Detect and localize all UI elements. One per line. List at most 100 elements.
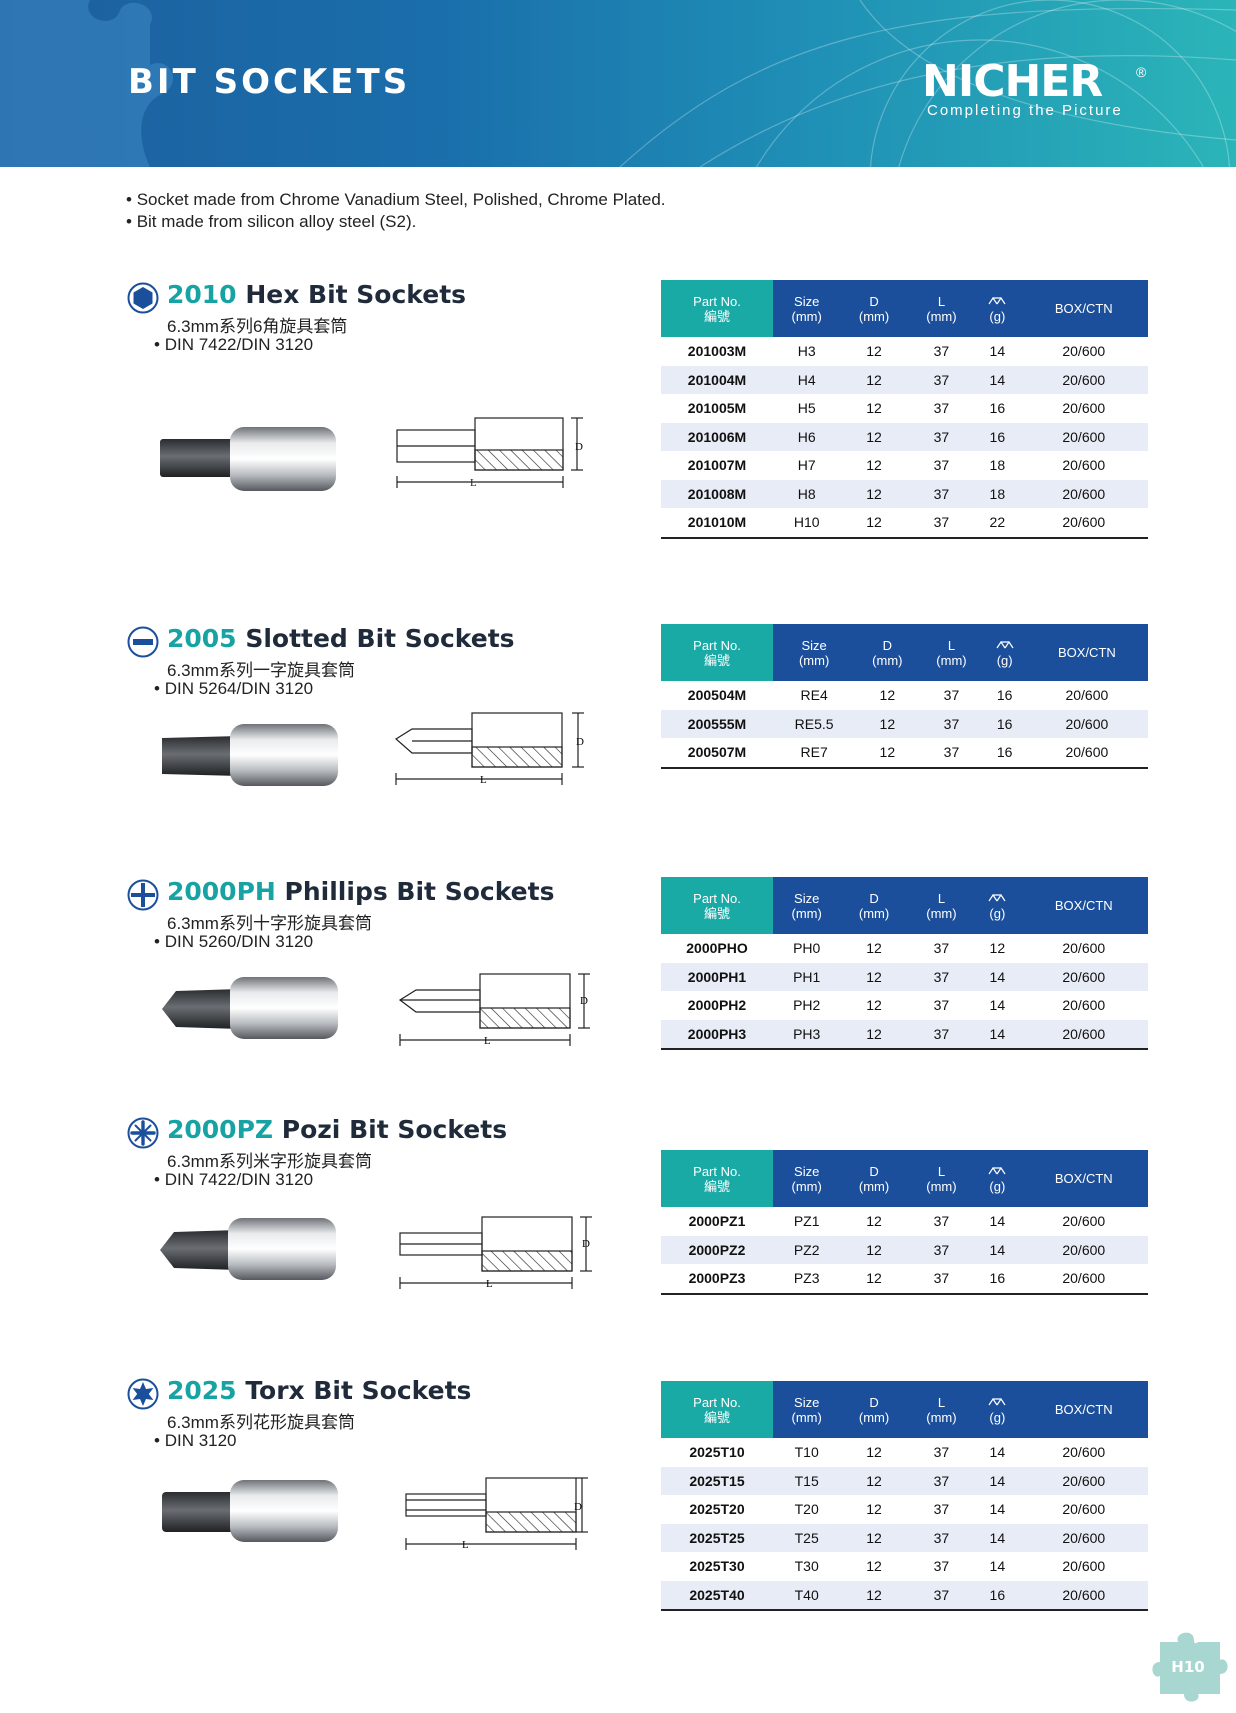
section-din: DIN 5264/DIN 3120 [154,679,313,699]
section-name: Slotted Bit Sockets [245,624,515,653]
scale-icon [988,1166,1006,1174]
technical-drawing: D L [394,712,584,786]
scale-icon [988,1397,1006,1405]
section-title: 2000PH Phillips Bit Sockets [167,877,554,906]
section-din: DIN 7422/DIN 3120 [154,335,313,355]
dimension-l-label: L [484,1035,491,1047]
col-l: L(mm) [919,624,984,681]
spec-table: Part No.編號 Size(mm) D(mm) L(mm) (g) BOX/… [661,624,1148,769]
col-weight: (g) [975,280,1020,337]
page-number-badge: H10 [1152,1632,1228,1702]
section-title: 2000PZ Pozi Bit Sockets [167,1115,507,1144]
product-photo [162,977,338,1039]
section-subtitle-cn: 6.3mm系列十字形旋具套筒 [167,914,372,933]
col-l: L(mm) [907,280,976,337]
col-weight: (g) [983,624,1026,681]
section-din: DIN 5260/DIN 3120 [154,932,313,952]
col-box-ctn: BOX/CTN [1019,877,1148,934]
section-code: 2025 [167,1376,237,1405]
col-l: L(mm) [907,1150,976,1207]
brand-logo: NICHER [922,56,1103,107]
col-size: Size(mm) [773,624,856,681]
col-d: D(mm) [840,1381,908,1438]
technical-drawing: D L [405,1477,588,1551]
torx-icon [127,1378,159,1410]
col-part-no: Part No.編號 [661,1381,773,1438]
col-d: D(mm) [855,624,920,681]
col-box-ctn: BOX/CTN [1019,1150,1148,1207]
section-code: 2000PZ [167,1115,274,1144]
col-d: D(mm) [840,877,908,934]
spec-table: Part No.編號 Size(mm) D(mm) L(mm) (g) BOX/… [661,877,1148,1050]
col-part-no: Part No.編號 [661,280,773,337]
col-part-no: Part No.編號 [661,877,773,934]
section-name: Phillips Bit Sockets [284,877,555,906]
spec-table: Part No.編號 Size(mm) D(mm) L(mm) (g) BOX/… [661,280,1148,539]
technical-drawing: D L [396,417,583,489]
col-part-no: Part No.編號 [661,624,773,681]
section-name: Hex Bit Sockets [245,280,467,309]
col-box-ctn: BOX/CTN [1019,280,1148,337]
col-size: Size(mm) [773,280,841,337]
section-title: 2010 Hex Bit Sockets [167,280,466,309]
spec-table: Part No.編號 Size(mm) D(mm) L(mm) (g) BOX/… [661,1381,1148,1611]
section-subtitle-cn: 6.3mm系列一字旋具套筒 [167,661,355,680]
dimension-l-label: L [480,774,487,786]
brand-tagline: Completing the Picture [927,102,1123,119]
col-d: D(mm) [840,280,908,337]
col-box-ctn: BOX/CTN [1019,1381,1148,1438]
phillips-icon [127,879,159,911]
col-weight: (g) [975,877,1020,934]
section-din: DIN 7422/DIN 3120 [154,1170,313,1190]
section-title: 2025 Torx Bit Sockets [167,1376,471,1405]
pozi-icon [127,1117,159,1149]
product-photo [160,427,336,491]
dimension-l-label: L [462,1539,469,1551]
col-l: L(mm) [907,1381,976,1438]
section-din: DIN 3120 [154,1431,237,1451]
hex-icon [127,282,159,314]
section-code: 2010 [167,280,237,309]
scale-icon [988,893,1006,901]
col-size: Size(mm) [773,1381,841,1438]
feature-item: Bit made from silicon alloy steel (S2). [126,211,666,233]
col-part-no: Part No.編號 [661,1150,773,1207]
col-l: L(mm) [907,877,976,934]
section-code: 2000PH [167,877,276,906]
product-photo [162,724,338,786]
registered-mark: ® [1136,64,1147,80]
dimension-d-label: D [574,1501,582,1513]
col-weight: (g) [975,1381,1020,1438]
scale-icon [988,296,1006,304]
header-banner: BIT SOCKETS NICHER ® Completing the Pict… [0,0,1236,167]
page-number: H10 [1171,1658,1204,1676]
dimension-d-label: D [576,736,584,748]
col-d: D(mm) [840,1150,908,1207]
dimension-d-label: D [582,1238,590,1250]
dimension-d-label: D [580,995,588,1007]
col-size: Size(mm) [773,1150,841,1207]
section-title: 2005 Slotted Bit Sockets [167,624,515,653]
col-box-ctn: BOX/CTN [1025,624,1148,681]
section-subtitle-cn: 6.3mm系列花形旋具套筒 [167,1413,355,1432]
